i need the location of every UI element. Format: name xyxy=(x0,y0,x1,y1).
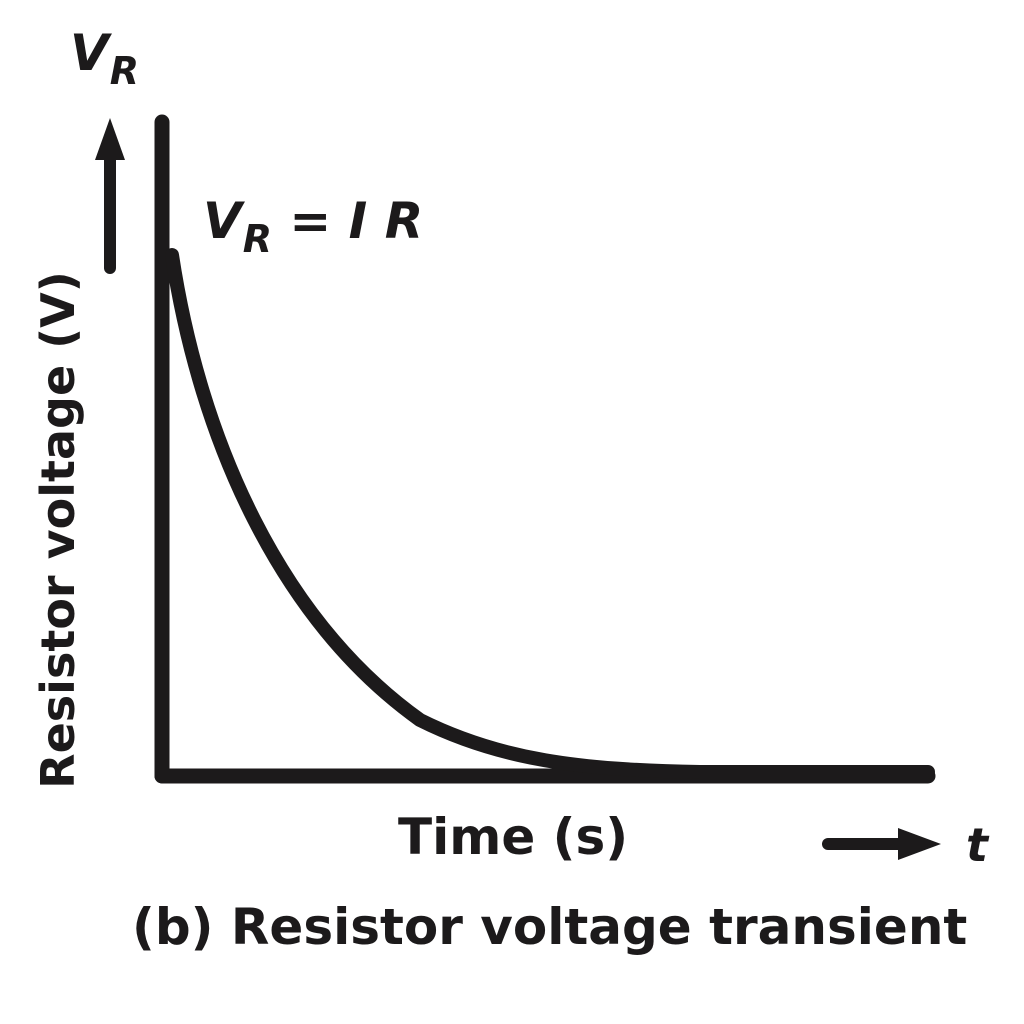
y-axis-label: Resistor voltage (V) xyxy=(31,271,85,789)
arrow-up-icon xyxy=(95,118,125,274)
eq-rest: = I R xyxy=(271,192,424,250)
ohms-law-annotation: VR = I R xyxy=(203,196,423,258)
x-axis-label: Time (s) xyxy=(398,808,629,866)
voltage-decay-curve xyxy=(165,248,935,779)
eq-v: V xyxy=(203,192,242,250)
vr-symbol: V xyxy=(70,24,109,82)
chart-caption: (b) Resistor voltage transient xyxy=(132,898,968,956)
y-arrow-label: VR xyxy=(70,28,139,90)
vr-subscript: R xyxy=(109,49,139,93)
eq-subscript: R xyxy=(242,217,272,261)
arrow-right-icon xyxy=(822,828,941,860)
x-arrow-label: t xyxy=(966,818,988,872)
